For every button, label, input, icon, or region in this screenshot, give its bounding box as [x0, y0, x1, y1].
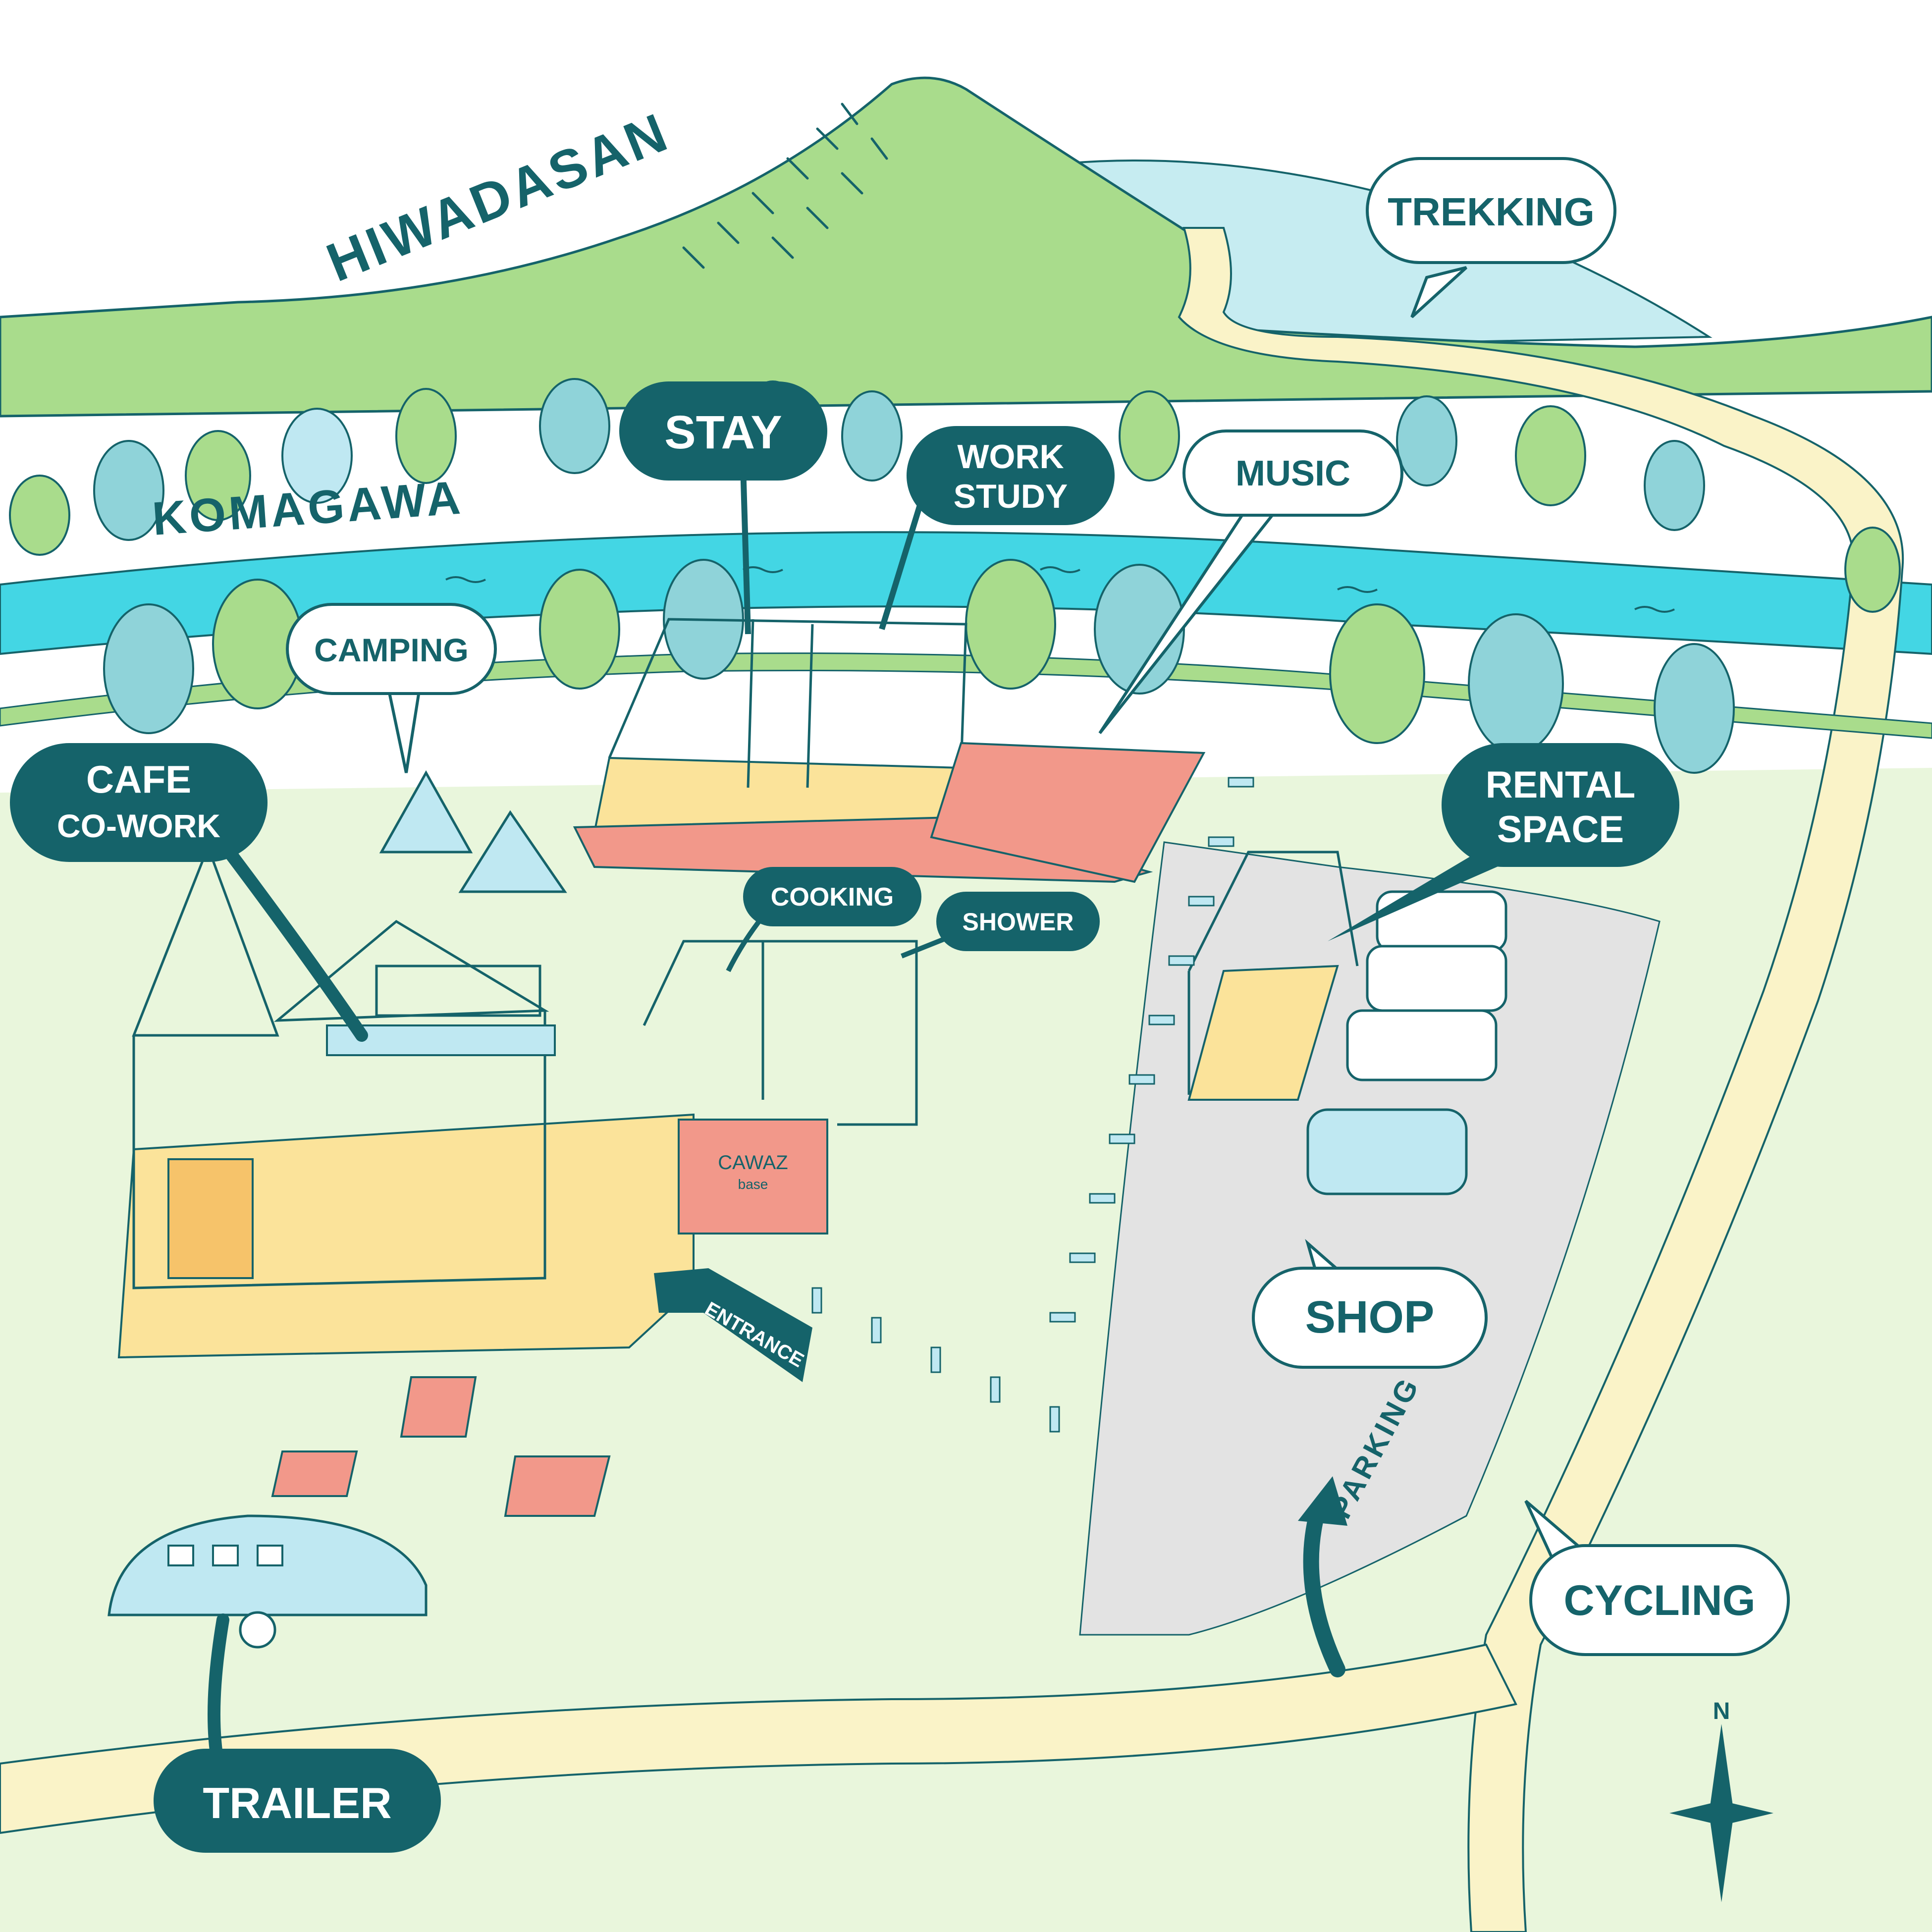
building-kitchen — [643, 940, 918, 1126]
airstream-trailer — [107, 1514, 428, 1649]
callout-trekking[interactable]: TREKKING — [1366, 157, 1616, 319]
camping-tents — [379, 770, 567, 893]
callout-music-label: MUSIC — [1235, 454, 1350, 493]
cafe-sign-subtext: base — [738, 1177, 768, 1192]
callout-camping[interactable]: CAMPING — [286, 603, 497, 773]
callout-trailer-label: TRAILER — [203, 1778, 391, 1827]
callout-trekking-label: TREKKING — [1388, 190, 1595, 234]
callout-cycling[interactable]: CYCLING — [1524, 1500, 1790, 1656]
callout-rental-label: RENTAL — [1486, 764, 1636, 806]
callout-music[interactable]: MUSIC — [1098, 429, 1403, 734]
building-cafe — [132, 843, 549, 1289]
callout-camping-label: CAMPING — [314, 632, 469, 668]
mountain-hatching — [682, 103, 888, 269]
mountain-hiwadasan — [0, 76, 1932, 418]
callout-study-label: STUDY — [954, 478, 1068, 515]
callout-stay[interactable]: STAY — [619, 381, 827, 635]
cafe-shelves — [167, 1158, 254, 1279]
callout-cycling-label: CYCLING — [1564, 1577, 1756, 1624]
tree-line — [9, 378, 1901, 774]
compass-north-label: N — [1713, 1698, 1730, 1724]
callout-cooking-label: COOKING — [771, 883, 894, 912]
callout-shower-label: SHOWER — [963, 908, 1074, 936]
cafe-sign-text: CAWAZ — [718, 1152, 788, 1174]
callout-cafe-cowork[interactable]: CAFE CO-WORK — [10, 743, 368, 1042]
curved-arrow-icon — [1303, 1503, 1345, 1677]
callout-work-label: WORK — [957, 438, 1064, 476]
callout-cafe-label: CAFE — [86, 757, 191, 801]
compass-rose-icon: N — [1669, 1698, 1773, 1902]
callout-stay-label: STAY — [664, 406, 782, 459]
callout-shop-label: SHOP — [1305, 1292, 1435, 1342]
callout-cowork-label: CO-WORK — [57, 807, 220, 844]
callout-trailer[interactable]: TRAILER — [154, 1613, 441, 1853]
callout-space-label: SPACE — [1497, 808, 1624, 851]
callout-shower[interactable]: SHOWER — [901, 892, 1100, 959]
parked-cars — [1306, 890, 1507, 1195]
rental-deck — [1187, 965, 1339, 1101]
callout-work-study[interactable]: WORK STUDY — [879, 426, 1115, 630]
stepping-stones — [811, 777, 1254, 1433]
music-stage — [930, 742, 1206, 883]
building-rental — [1187, 851, 1359, 1095]
callout-cooking[interactable]: COOKING — [726, 867, 921, 972]
picnic-blankets — [271, 1376, 611, 1517]
cafe-sign-wall — [678, 1119, 828, 1234]
callout-rental-space[interactable]: RENTAL SPACE — [1328, 743, 1679, 941]
cafe-deck — [117, 1113, 695, 1359]
curved-arrow-head — [1298, 1476, 1347, 1526]
building-stay — [608, 618, 967, 788]
pointing-hand-icon — [654, 1268, 812, 1382]
callout-shop[interactable]: SHOP — [1252, 1239, 1488, 1369]
